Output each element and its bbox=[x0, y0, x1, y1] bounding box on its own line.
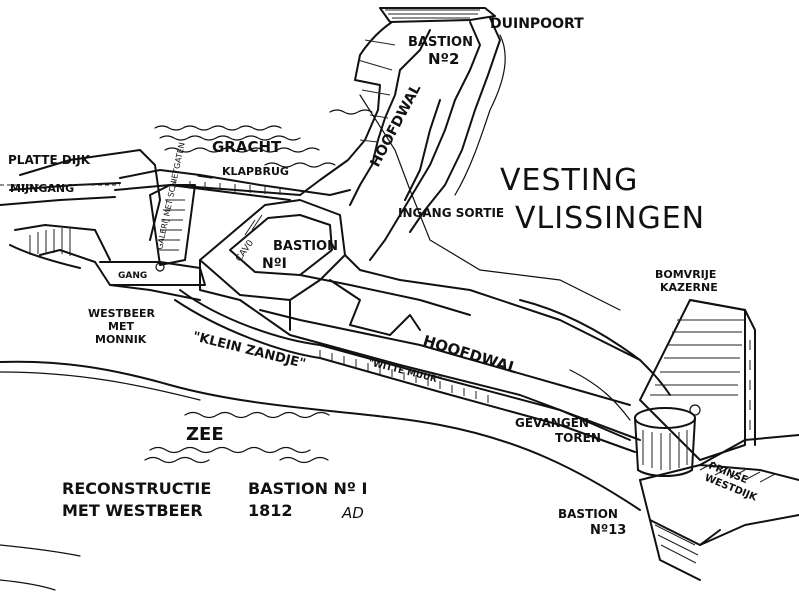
label-westbeer: WESTBEER bbox=[88, 307, 155, 320]
label-bomvrije: BOMVRIJE bbox=[655, 268, 716, 281]
north-rampart bbox=[299, 7, 506, 261]
label-klapbrug: KLAPBRUG bbox=[222, 165, 289, 178]
south-rampart bbox=[174, 94, 671, 453]
west-complex bbox=[0, 149, 351, 301]
label-zee: ZEE bbox=[186, 424, 224, 445]
label-bastion-1-number: NºI bbox=[262, 256, 287, 272]
label-gracht: GRACHT bbox=[212, 138, 282, 156]
label-duinpoort: DUINPOORT bbox=[490, 16, 584, 32]
caption-reconstructie: RECONSTRUCTIE bbox=[62, 479, 211, 498]
label-mijngang: MIJNGANG bbox=[10, 182, 74, 195]
label-ingang-sortie: INGANG SORTIE bbox=[398, 206, 504, 220]
bastion-13 bbox=[639, 434, 799, 581]
label-bastion-13-number: Nº13 bbox=[590, 523, 626, 538]
bastion-1 bbox=[199, 199, 401, 331]
label-gevangen: GEVANGEN bbox=[515, 416, 589, 430]
label-westbeer-met: MET bbox=[108, 320, 134, 333]
label-gang: GANG bbox=[118, 271, 147, 281]
label-bastion-2: BASTION bbox=[408, 35, 473, 50]
label-kazerne: KAZERNE bbox=[660, 281, 718, 294]
label-hoofdwal-south: HOOFDWAL bbox=[421, 332, 520, 378]
shoreline bbox=[0, 360, 641, 591]
label-platte-dijk: PLATTE DIJK bbox=[8, 153, 91, 167]
label-bastion-13: BASTION bbox=[558, 507, 618, 521]
caption-bastion: BASTION Nº I bbox=[248, 479, 367, 498]
bomvrije-kazerne bbox=[639, 299, 756, 461]
title-vlissingen: VLISSINGEN bbox=[515, 201, 705, 236]
label-bastion-1: BASTION bbox=[273, 239, 338, 254]
caption-initials: AD bbox=[341, 504, 364, 522]
caption-year: 1812 bbox=[248, 501, 293, 520]
sea-waves bbox=[144, 411, 330, 464]
label-westbeer-monnik: MONNIK bbox=[95, 333, 147, 346]
moat-waves bbox=[154, 109, 373, 168]
label-bastion-2-number: Nº2 bbox=[428, 50, 459, 68]
label-toren: TOREN bbox=[555, 431, 601, 445]
label-cavalier: CAV0 bbox=[234, 238, 256, 263]
title-vesting: VESTING bbox=[500, 163, 638, 198]
caption-met-westbeer: MET WESTBEER bbox=[62, 501, 203, 520]
gevangen-toren bbox=[634, 407, 696, 477]
